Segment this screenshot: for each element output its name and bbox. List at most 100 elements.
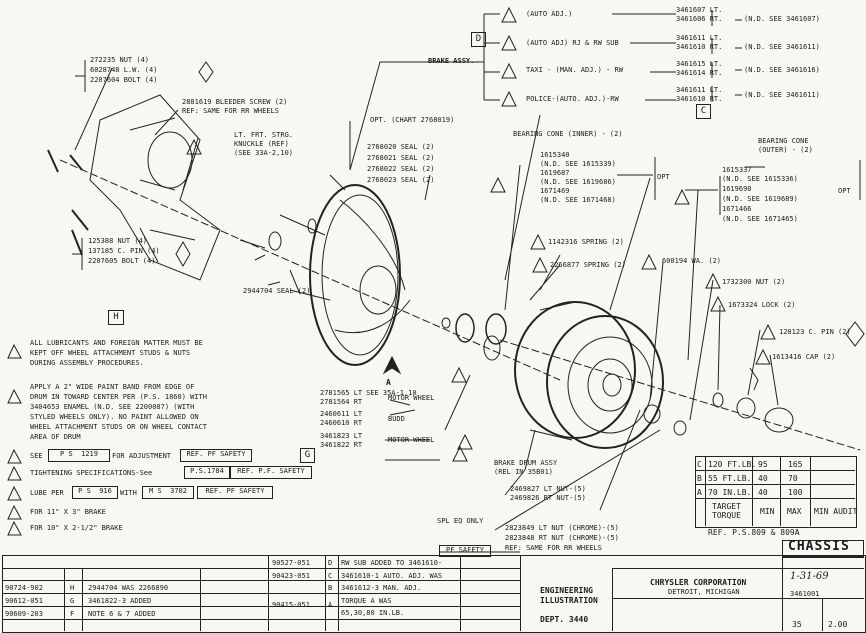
torque-row-a-max: 100 <box>788 488 803 497</box>
note-6-line-5: WHEEL ATTACHMENT STUDS OR ON WHEEL CONTA… <box>30 423 208 431</box>
lock-label: 1673324 LOCK (2) <box>728 301 796 309</box>
outer-part-1: 1615337 <box>722 166 752 174</box>
rt-nut-label: 2469826 RT NUT-(5) <box>510 494 586 502</box>
note-7-line-2: KEPT OFF WHEEL ATTACHMENT STUDS & NUTS <box>30 349 191 357</box>
note-7-line-1: ALL LUBRICANTS AND FOREIGN MATTER MUST B… <box>30 339 203 347</box>
corp-label: CHRYSLER CORPORATION <box>650 578 747 587</box>
note-4-label: TIGHTENING SPECIFICATIONS-See <box>30 469 153 477</box>
chassis-box <box>782 540 864 558</box>
outer-part-4: (N.D. SEE 1619689) <box>722 195 798 203</box>
motor-wheel-2-label: MOTOR WHEEL <box>388 436 435 444</box>
drum-part-6: 3461822 RT <box>320 441 363 449</box>
wa-label: 600194 WA. (2) <box>662 257 722 265</box>
chrome-ref-label: REF: SAME FOR RR WHEELS <box>505 544 602 552</box>
callout-auto-adj-rj-lt: 3461611 LT. <box>676 34 723 42</box>
note-4-ref-box: REF. P.F. SAFETY <box>230 466 312 479</box>
callout-auto-adj-rt: 3461606 RT. <box>676 15 723 23</box>
rev-row-5-c: NOTE 6 & 7 ADDED <box>88 610 156 618</box>
callout-police: POLICE-(AUTO. ADJ.)-RW <box>526 95 619 103</box>
callout-police-lt: 3461611 LT. <box>676 86 723 94</box>
knuckle-label-1: LT. FRT. STRG. <box>234 131 294 139</box>
note-3-ms-box: M S 3702 <box>142 486 194 499</box>
spring-2-label: 2266877 SPRING (2) <box>550 261 626 269</box>
cpin-label: 120123 C. PIN (2) <box>779 328 851 336</box>
opt-outer-label: OPT <box>838 187 851 195</box>
note-3-with: WITH <box>120 489 137 497</box>
note-2: FOR 11" X 3" BRAKE <box>30 508 106 516</box>
inner-part-4: (N.D. SEE 1619686) <box>540 178 616 186</box>
rev-row-4-e: A <box>328 601 333 609</box>
bearing-inner-label: BEARING CONE (INNER) - (2) <box>513 130 623 138</box>
bearing-outer-label-2: (OUTER) - (2) <box>758 146 813 154</box>
rev-row-4-b: G <box>70 597 75 605</box>
note-3-label: LUBE PER <box>30 489 64 497</box>
drum-assy-label-2: (REL IN 35B01) <box>494 468 554 476</box>
torque-row-b-spec: 55 FT.LB. <box>708 474 752 483</box>
chassis-title: CHASSIS <box>788 539 850 554</box>
rev-row-3-c: 2944704 WAS 2266890 <box>88 584 169 592</box>
rev-row-4-f: TORQUE A WAS <box>341 597 392 605</box>
motor-wheel-label: MOTOR WHEEL <box>388 394 435 402</box>
chrome-lt-label: 2823849 LT NUT (CHROME)-(5) <box>505 524 619 532</box>
seal-2: 2768021 SEAL (2) <box>367 154 435 162</box>
rev-row-3-a: 90724-902 <box>5 584 43 592</box>
drawing-number: 3461001 <box>790 590 820 598</box>
torque-row-a-id: A <box>697 488 702 497</box>
rev-row-1-e: D <box>328 559 333 567</box>
drum-part-5: 3461823 LT <box>320 432 363 440</box>
note-5-text: FOR ADJUSTMENT <box>112 452 172 460</box>
callout-auto-adj-rj-note: (N.D. SEE 3461611) <box>744 43 820 51</box>
city-label: DETROIT, MICHIGAN <box>668 588 740 596</box>
rev-row-3-b: H <box>70 584 75 592</box>
note-7-line-3: DURING ASSEMBLY PROCEDURES. <box>30 359 144 367</box>
note-3-ps-box: P S 916 <box>72 486 118 499</box>
nut-4-label: 272235 NUT (4) <box>90 56 150 64</box>
drum-assy-label-1: BRAKE DRUM ASSY <box>494 459 558 467</box>
inner-part-3: 1619687 <box>540 169 570 177</box>
bleeder-label: 2881619 BLEEDER SCREW (2) <box>182 98 288 106</box>
note-4-ps-box: P.S.1784 <box>184 466 230 479</box>
torque-torque-label: TORQUE <box>712 511 741 520</box>
spring-1-label: 1142316 SPRING (2) <box>548 238 624 246</box>
rev-row-2-f: 3461610-1 AUTO. ADJ. WAS <box>341 572 443 580</box>
note-6-line-3: 3404653 ENAMEL (N.D. SEE 2200087) (WITH <box>30 403 195 411</box>
note-1: FOR 10" X 2-1/2" BRAKE <box>30 524 123 532</box>
note-5-see: SEE <box>30 452 43 460</box>
letter-g-box: G <box>300 448 315 463</box>
torque-row-b-max: 70 <box>788 474 798 483</box>
rev-row-2-d: 90423-051 <box>272 572 310 580</box>
torque-table <box>695 456 857 528</box>
note-6-line-4: STYLED WHEELS ONLY). NO PAINT ALLOWED ON <box>30 413 199 421</box>
torque-row-b-id: B <box>697 474 702 483</box>
torque-row-c-min: 95 <box>758 460 768 469</box>
letter-c-box: C <box>696 104 711 119</box>
pf-safety-tag: PF SAFETY <box>439 545 491 557</box>
rev-row-4-d: 90415-051 <box>272 601 310 609</box>
torque-target-label: TARGET <box>712 502 741 511</box>
note-6-line-6: AREA OF DRUM <box>30 433 81 441</box>
section-value: 35 <box>792 620 802 629</box>
outer-part-5: 1671466 <box>722 205 752 213</box>
rev-row-5-a: 90609-203 <box>5 610 43 618</box>
outer-part-6: (N.D. SEE 1671465) <box>722 215 798 223</box>
see-35a-label: SEE 35A-1,10 <box>366 389 417 397</box>
callout-police-note: (N.D. SEE 3461611) <box>744 91 820 99</box>
callout-taxi-rt: 3461614 RT. <box>676 69 723 77</box>
torque-row-a-spec: 70 IN.LB. <box>708 488 752 497</box>
rev-row-3-e: B <box>328 584 333 592</box>
rev-row-5-b: F <box>70 610 75 618</box>
rev-row-3-f: 3461612-3 MAN. ADJ. <box>341 584 422 592</box>
inner-part-2: (N.D. SEE 1615339) <box>540 160 616 168</box>
inner-part-6: (N.D. SEE 1671468) <box>540 196 616 204</box>
seal-1: 2768020 SEAL (2) <box>367 143 435 151</box>
sheet-value: 2.00 <box>828 620 848 629</box>
torque-row-c-spec: 120 FT.LB. <box>708 460 757 469</box>
callout-taxi-lt: 3461615 LT. <box>676 60 723 68</box>
outer-part-3: 1619690 <box>722 185 752 193</box>
opt-inner-label: OPT <box>657 173 670 181</box>
knuckle-label-2: KNUCKLE (REF) <box>234 140 289 148</box>
lt-nut-label: 2469827 LT NUT-(5) <box>510 485 586 493</box>
nut2-label: 1732300 NUT (2) <box>722 278 786 286</box>
bearing-outer-label-1: BEARING CONE <box>758 137 809 145</box>
